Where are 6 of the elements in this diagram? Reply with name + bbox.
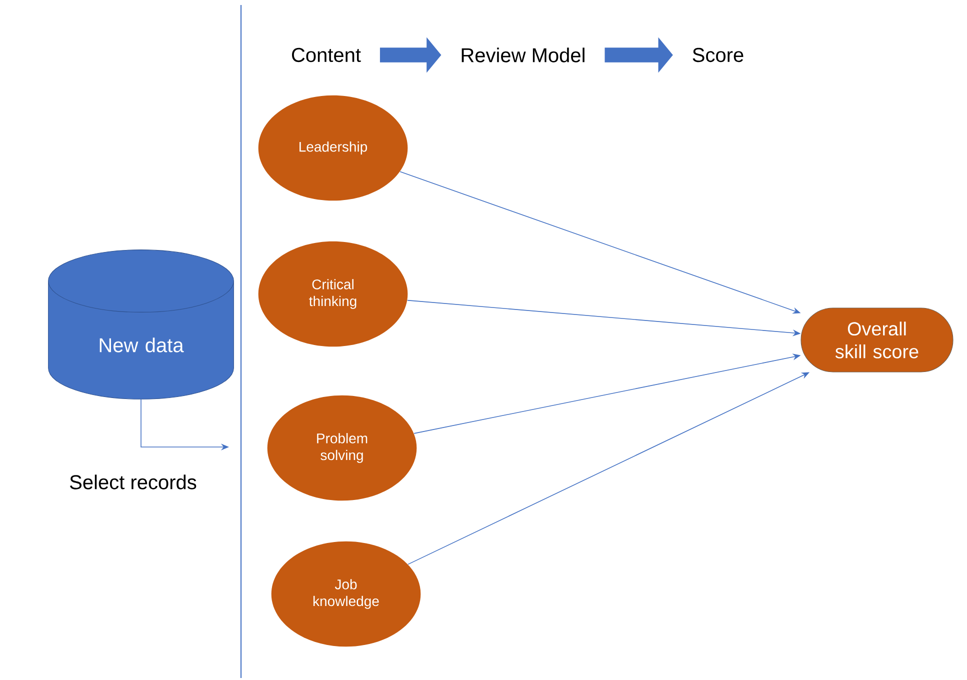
step-text: Score [692, 48, 744, 62]
caption-text: Select records [70, 474, 196, 490]
database-cylinder: New data [48, 250, 234, 400]
score-box: Overall skill score [800, 308, 954, 372]
step-text: Review Model [462, 48, 584, 62]
step-text: Content [292, 48, 361, 62]
